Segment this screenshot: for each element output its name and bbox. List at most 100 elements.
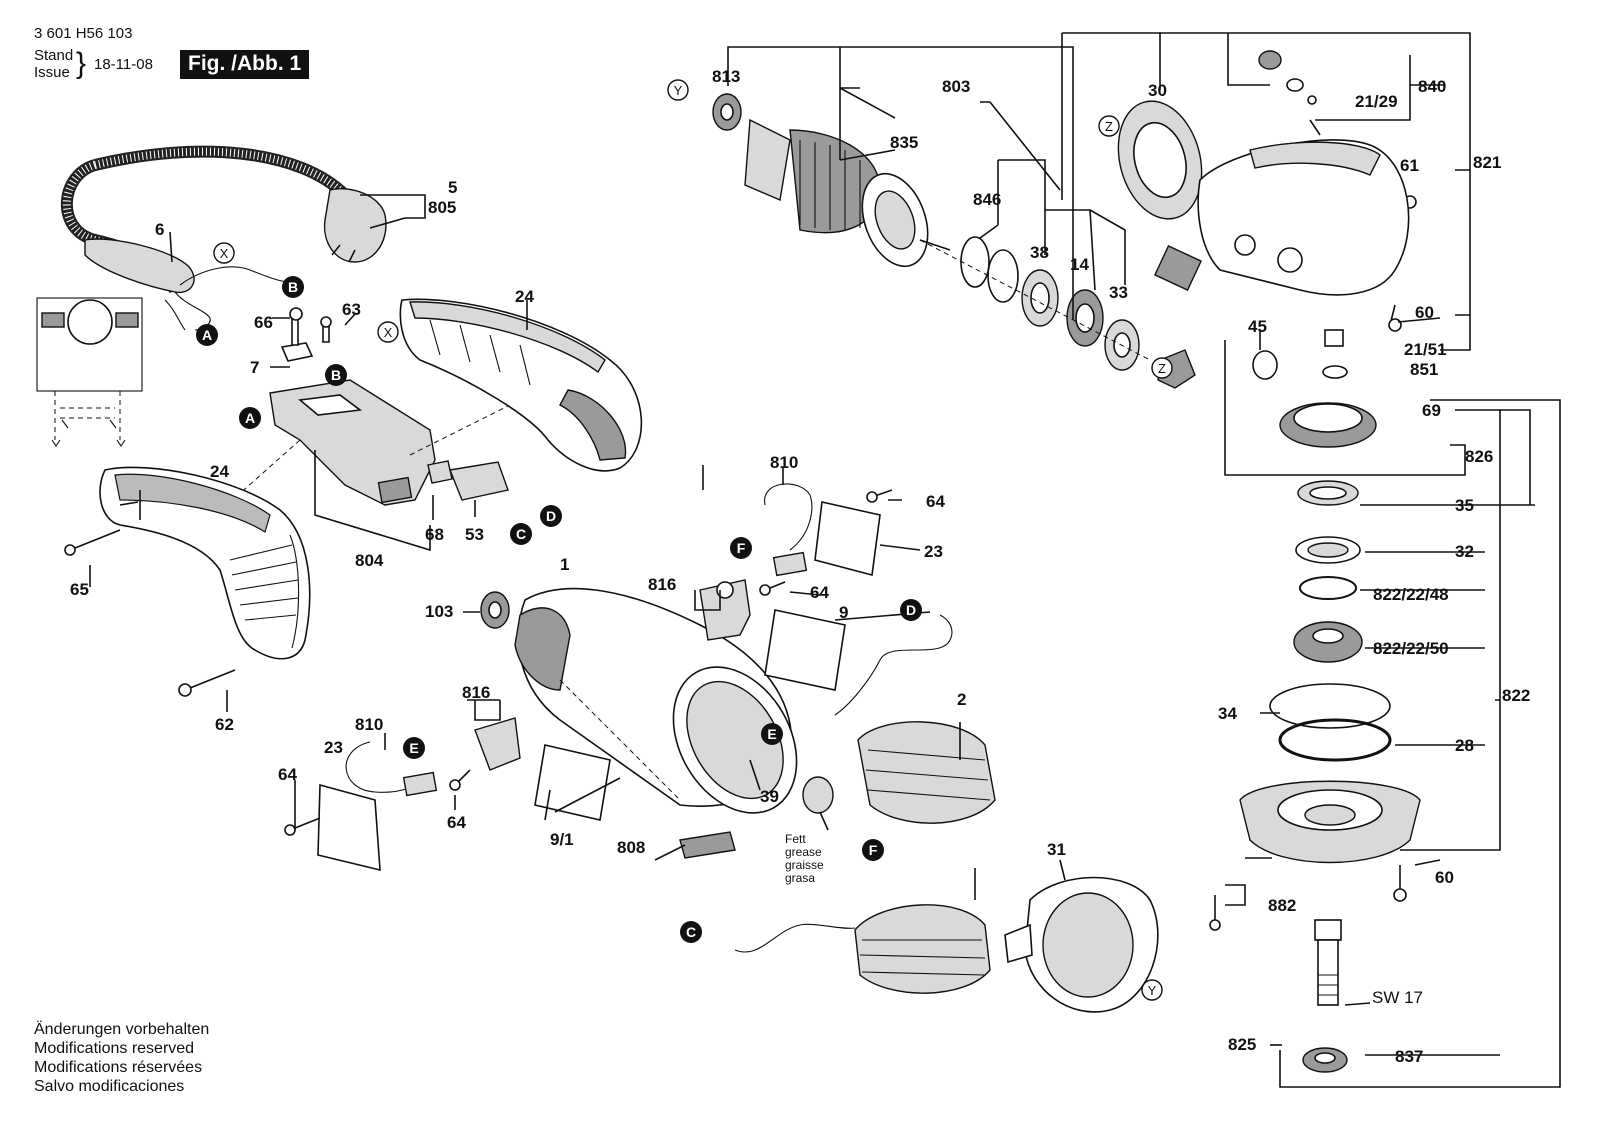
rear-handle-bottom xyxy=(99,466,311,660)
label-882: 882 xyxy=(1268,896,1296,915)
label-34: 34 xyxy=(1218,704,1237,723)
spindle xyxy=(1302,919,1348,1073)
grease-note-en: grease xyxy=(785,845,822,859)
label-826: 826 xyxy=(1465,447,1493,466)
brush-holder-bottom xyxy=(345,717,521,797)
svg-text:C: C xyxy=(686,924,696,940)
field-coil-upper xyxy=(834,614,996,824)
label-35: 35 xyxy=(1455,496,1474,515)
label-64-left: 64 xyxy=(278,765,297,784)
label-103: 103 xyxy=(425,602,453,621)
label-33: 33 xyxy=(1109,283,1128,302)
brace: } xyxy=(76,47,87,80)
label-808: 808 xyxy=(617,838,645,857)
connector-e-field: E xyxy=(761,723,783,745)
label-816-top: 816 xyxy=(648,575,676,594)
label-1: 1 xyxy=(560,555,569,574)
svg-text:D: D xyxy=(546,508,556,524)
connector-d-switch: D xyxy=(540,505,562,527)
svg-text:F: F xyxy=(737,540,746,556)
wiring-schematic xyxy=(36,297,143,447)
gear-stack xyxy=(1279,402,1377,663)
label-24-bottom: 24 xyxy=(210,462,229,481)
svg-text:Y: Y xyxy=(1148,983,1157,998)
svg-text:F: F xyxy=(869,842,878,858)
label-822-22-48: 822/22/48 xyxy=(1373,585,1449,604)
armature xyxy=(712,93,951,268)
label-14: 14 xyxy=(1070,255,1089,274)
label-822-22-50: 822/22/50 xyxy=(1373,639,1449,658)
connector-x-handle: X xyxy=(377,321,399,343)
part-number: 3 601 H56 103 xyxy=(34,25,133,42)
svg-text:X: X xyxy=(220,246,229,261)
armature-bearings xyxy=(919,236,1151,371)
connector-x-cord: X xyxy=(213,242,235,264)
label-2: 2 xyxy=(957,690,966,709)
label-7: 7 xyxy=(250,358,259,377)
label-9: 9 xyxy=(839,603,848,622)
label-810-bottom: 810 xyxy=(355,715,383,734)
label-23-left: 23 xyxy=(324,738,343,757)
label-38: 38 xyxy=(1030,243,1049,262)
leader-lines xyxy=(89,32,1561,1088)
svg-text:B: B xyxy=(288,279,298,295)
figure-label: Fig. /Abb. 1 xyxy=(180,50,310,79)
label-69: 69 xyxy=(1422,401,1441,420)
footer-note-es: Salvo modificaciones xyxy=(34,1078,185,1095)
switch-assembly xyxy=(209,307,521,552)
label-32: 32 xyxy=(1455,542,1474,561)
label-31: 31 xyxy=(1047,840,1066,859)
label-6: 6 xyxy=(155,220,164,239)
label-821: 821 xyxy=(1473,153,1501,172)
connector-f-field: F xyxy=(862,839,884,861)
bearing-103 xyxy=(480,591,510,629)
label-23-right: 23 xyxy=(924,542,943,561)
connector-f-top: F xyxy=(730,537,752,559)
label-840: 840 xyxy=(1418,77,1446,96)
footer-note-fr: Modifications réservées xyxy=(34,1059,203,1076)
grease-bearing-39 xyxy=(802,776,834,831)
svg-text:A: A xyxy=(202,327,212,343)
label-837: 837 xyxy=(1395,1047,1423,1066)
label-851: 851 xyxy=(1410,360,1438,379)
label-53: 53 xyxy=(465,525,484,544)
connector-y-armature: Y xyxy=(667,79,689,101)
label-810-top: 810 xyxy=(770,453,798,472)
label-60-bottom: 60 xyxy=(1435,868,1454,887)
wheel-guard xyxy=(1004,876,1159,1013)
svg-text:E: E xyxy=(767,726,776,742)
label-65: 65 xyxy=(70,580,89,599)
svg-text:C: C xyxy=(516,526,526,542)
grease-note-fr: graisse xyxy=(785,858,824,872)
label-822: 822 xyxy=(1502,686,1530,705)
label-64-mid: 64 xyxy=(810,583,829,602)
label-sw17: SW 17 xyxy=(1372,988,1423,1007)
power-cord xyxy=(60,145,387,331)
brush-holder-top xyxy=(699,483,813,641)
label-803: 803 xyxy=(942,77,970,96)
label-64-right: 64 xyxy=(926,492,945,511)
label-68: 68 xyxy=(425,525,444,544)
svg-text:D: D xyxy=(906,602,916,618)
stand-label: Stand xyxy=(34,47,74,64)
svg-text:E: E xyxy=(409,740,418,756)
connector-a-switch: A xyxy=(239,407,261,429)
label-846: 846 xyxy=(973,190,1001,209)
connector-markers-outline: X X Y Z Z Y xyxy=(213,79,1173,1001)
label-63: 63 xyxy=(342,300,361,319)
label-60-top: 60 xyxy=(1415,303,1434,322)
svg-text:Z: Z xyxy=(1158,361,1166,376)
label-30: 30 xyxy=(1148,81,1167,100)
part-labels: 5 805 6 66 63 7 24 24 65 62 68 53 804 1 … xyxy=(70,67,1530,1066)
brush-cover-plates xyxy=(317,501,881,872)
svg-text:Y: Y xyxy=(674,83,683,98)
label-805: 805 xyxy=(428,198,456,217)
label-28: 28 xyxy=(1455,736,1474,755)
label-813: 813 xyxy=(712,67,740,86)
grease-note: Fett grease graisse grasa xyxy=(785,832,824,885)
bearing-flange xyxy=(1239,683,1421,864)
label-816-bottom: 816 xyxy=(462,683,490,702)
label-plates xyxy=(534,609,846,859)
connector-z-gear: Z xyxy=(1098,115,1120,137)
